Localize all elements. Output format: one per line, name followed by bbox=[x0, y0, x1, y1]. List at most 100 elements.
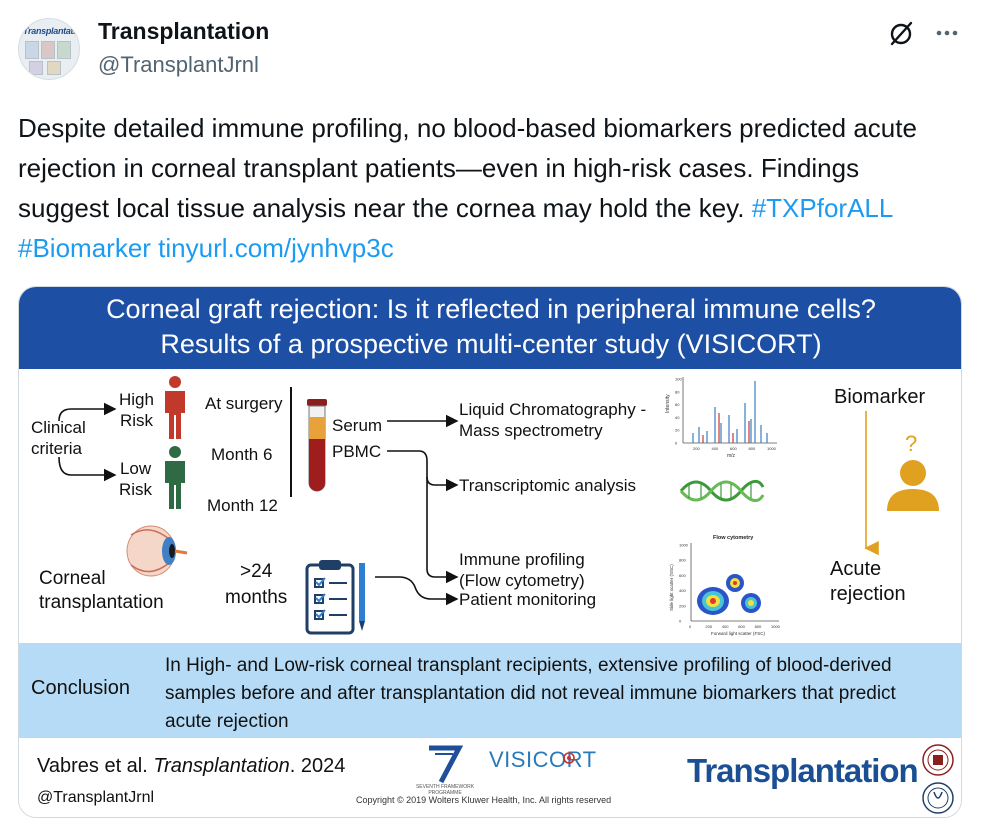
hashtag-txpforall[interactable]: #TXPforALL bbox=[751, 193, 893, 223]
flow-ytick: 600 bbox=[679, 573, 686, 578]
flow-ytick: 0 bbox=[679, 619, 682, 624]
biomarker-label: Biomarker bbox=[834, 386, 926, 408]
timepoint-at-surgery: At surgery bbox=[205, 394, 283, 413]
fp7-label: SEVENTH FRAMEWORK PROGRAMME bbox=[415, 784, 475, 796]
low-risk-person-icon bbox=[165, 446, 185, 509]
user-handle[interactable]: @TransplantJrnl bbox=[98, 52, 259, 77]
arrow-pbmc-flow bbox=[387, 450, 459, 584]
flow-xticks: 0 200 400 600 800 1000 bbox=[689, 624, 781, 629]
cover-thumbnail bbox=[29, 61, 43, 75]
ms-xtick: 800 bbox=[749, 446, 756, 451]
flow-xtick: 200 bbox=[705, 624, 712, 629]
avatar-logo-text: Transplantation bbox=[23, 26, 80, 36]
ms-ylabel: Intensity bbox=[665, 394, 671, 413]
cover-thumbnail bbox=[41, 41, 55, 59]
flow-yticks: 0 200 400 600 800 1000 bbox=[679, 543, 689, 624]
ms-xtick: 600 bbox=[730, 446, 737, 451]
abstract-title-line2: Results of a prospective multi-center st… bbox=[160, 329, 822, 359]
high-risk-person-icon bbox=[165, 376, 185, 439]
ms-ytick: 0 bbox=[675, 441, 678, 446]
population-1 bbox=[697, 587, 729, 615]
flow-xtick: 1000 bbox=[771, 624, 781, 629]
lcms-label: Liquid Chromatography - Mass spectrometr… bbox=[459, 400, 647, 440]
conclusion-panel: Conclusion In High- and Low-risk corneal… bbox=[19, 643, 961, 738]
flow-xtick: 800 bbox=[755, 624, 762, 629]
diagram-connectors bbox=[58, 387, 879, 606]
conclusion-label: Conclusion bbox=[31, 677, 130, 699]
flow-ytick: 1000 bbox=[679, 543, 689, 548]
ms-ytick: 80 bbox=[675, 389, 680, 394]
low-risk-label: Low Risk bbox=[119, 459, 153, 499]
ms-xtick: 200 bbox=[693, 446, 700, 451]
study-diagram: Clinical criteria High Risk Low Risk At … bbox=[19, 369, 961, 643]
cover-thumbnail bbox=[47, 61, 61, 75]
tweet-body: Despite detailed immune profiling, no bl… bbox=[18, 113, 917, 223]
pbmc-label: PBMC bbox=[332, 442, 382, 461]
timepoint-month-12: Month 12 bbox=[207, 496, 278, 515]
society-seal-icon bbox=[922, 744, 954, 776]
clipboard-icon bbox=[305, 560, 365, 635]
flow-ytick: 200 bbox=[679, 603, 686, 608]
more-options-icon[interactable] bbox=[930, 16, 964, 50]
serum-label: Serum bbox=[332, 416, 383, 435]
arrow-low-risk bbox=[58, 456, 117, 482]
grok-icon[interactable] bbox=[884, 16, 918, 50]
flow-xtick: 600 bbox=[738, 624, 745, 629]
arrow-high-risk bbox=[58, 402, 117, 422]
flow-title: Flow cytometry bbox=[713, 535, 754, 541]
ms-ytick: 20 bbox=[675, 428, 680, 433]
cover-thumbnail bbox=[57, 41, 71, 59]
flow-ytick: 800 bbox=[679, 558, 686, 563]
flow-xtick: 0 bbox=[689, 624, 692, 629]
ms-xtick: 400 bbox=[712, 446, 719, 451]
clinical-criteria-label: Clinical criteria bbox=[31, 418, 86, 458]
arrow-monitoring bbox=[375, 576, 459, 606]
society-seal-icon-2 bbox=[922, 782, 954, 814]
population-2 bbox=[726, 574, 744, 592]
flow-xtick: 400 bbox=[722, 624, 729, 629]
citation-authors: Vabres et al. bbox=[37, 755, 154, 777]
immune-profiling-label: Immune profiling (Flow cytometry) bbox=[459, 550, 585, 590]
person-question-icon: ? bbox=[887, 431, 939, 511]
flow-ytick: 400 bbox=[679, 588, 686, 593]
account-avatar[interactable]: Transplantation bbox=[18, 18, 80, 80]
graphical-abstract-card[interactable]: Corneal graft rejection: Is it reflected… bbox=[18, 286, 962, 818]
tweet-text: Despite detailed immune profiling, no bl… bbox=[18, 108, 948, 268]
abstract-footer: Vabres et al. Transplantation. 2024 @Tra… bbox=[19, 738, 961, 817]
abstract-title: Corneal graft rejection: Is it reflected… bbox=[19, 287, 961, 369]
ms-xlabel: m/z bbox=[727, 453, 736, 459]
eye-icon bbox=[126, 525, 188, 577]
conclusion-text: In High- and Low-risk corneal transplant… bbox=[165, 655, 896, 732]
cover-thumbnail bbox=[25, 41, 39, 59]
journal-brand-logo: Transplantation bbox=[687, 752, 919, 789]
timepoint-month-6: Month 6 bbox=[211, 445, 273, 464]
population-3 bbox=[741, 593, 761, 613]
flow-cytometry-chart: Flow cytometry Side light scatter (SSC) … bbox=[669, 535, 781, 636]
followup-duration-label: >24 months bbox=[225, 561, 288, 608]
visicort-eye-icon bbox=[563, 752, 575, 764]
copyright-notice: Copyright © 2019 Wolters Kluwer Health, … bbox=[356, 795, 612, 805]
dna-helix-icon bbox=[679, 480, 765, 502]
display-name[interactable]: Transplantation bbox=[98, 18, 270, 44]
patient-monitoring-label: Patient monitoring bbox=[459, 590, 597, 609]
citation-year: . 2024 bbox=[289, 755, 346, 777]
hashtag-biomarker[interactable]: #Biomarker bbox=[18, 233, 151, 263]
footer-handle: @TransplantJrnl bbox=[37, 789, 155, 806]
ms-ytick: 40 bbox=[675, 415, 680, 420]
corneal-transplantation-label: Corneal transplantation bbox=[39, 568, 164, 613]
ms-ytick: 60 bbox=[675, 402, 680, 407]
ms-yticks: 0 20 40 60 80 100 bbox=[675, 377, 682, 446]
svg-text:?: ? bbox=[905, 431, 917, 456]
citation-journal: Transplantation bbox=[153, 755, 290, 777]
citation: Vabres et al. Transplantation. 2024 bbox=[37, 755, 345, 778]
flow-xlabel: Forward light scatter (FSC) bbox=[711, 631, 766, 636]
acute-rejection-label: Acute rejection bbox=[830, 558, 906, 605]
tweet-link[interactable]: tinyurl.com/jynhvp3c bbox=[158, 233, 394, 263]
high-risk-label: High Risk bbox=[119, 390, 154, 430]
blood-tube-icon bbox=[307, 399, 327, 492]
ms-ytick: 100 bbox=[675, 377, 682, 382]
flow-ylabel: Side light scatter (SSC) bbox=[669, 564, 674, 611]
visicort-logo: VISICORT bbox=[489, 747, 597, 772]
